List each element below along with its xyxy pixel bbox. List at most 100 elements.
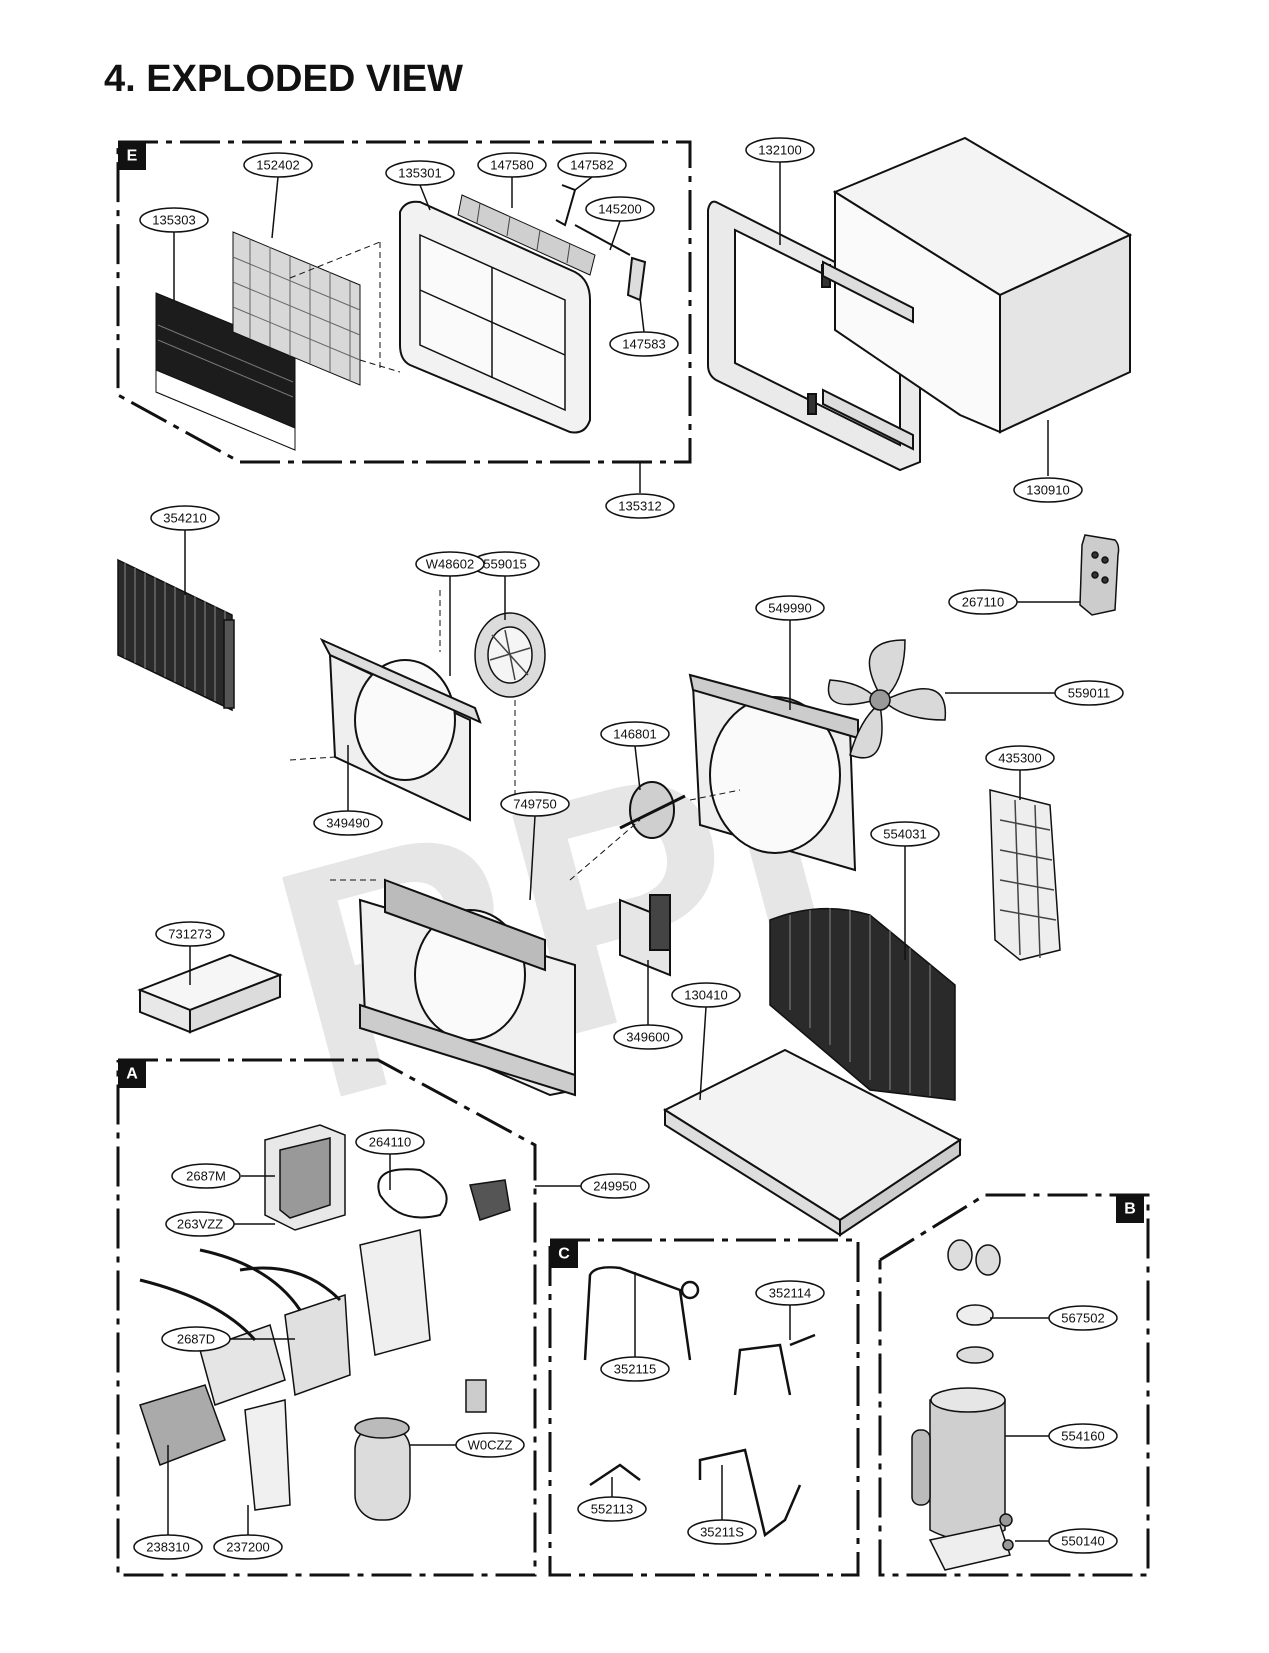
leader-lines-b xyxy=(990,1317,1050,1542)
leader-lines-e xyxy=(173,176,645,493)
part-label-oval xyxy=(500,791,570,817)
part-label-435300: 435300 xyxy=(985,745,1055,771)
air-guide-part xyxy=(319,637,482,822)
part-label-145200: 145200 xyxy=(585,196,655,222)
front-panel-part xyxy=(155,292,296,451)
section-e-frame xyxy=(116,140,692,464)
part-number-text: 552113 xyxy=(591,1502,633,1517)
part-label-267110: 267110 xyxy=(948,589,1018,615)
part-label-oval xyxy=(161,1326,231,1352)
part-number-text: 2687D xyxy=(177,1332,215,1347)
part-label-552113: 552113 xyxy=(577,1496,647,1522)
accessory-box-part xyxy=(137,953,283,1034)
part-number-text: 549990 xyxy=(768,601,811,616)
part-number-text: 238310 xyxy=(146,1540,189,1555)
fan-motor-part xyxy=(619,781,686,839)
control-parts-a xyxy=(139,1124,511,1521)
part-label-349490: 349490 xyxy=(313,810,383,836)
section-c-frame xyxy=(548,1238,860,1577)
part-number-text: 554160 xyxy=(1061,1429,1104,1444)
part-label-132100: 132100 xyxy=(745,137,815,163)
part-label-oval xyxy=(355,1129,425,1155)
condenser-coil-part xyxy=(769,907,956,1101)
part-label-oval xyxy=(171,1163,241,1189)
part-label-oval xyxy=(580,1173,650,1199)
blower-housing-part xyxy=(358,878,576,1097)
evaporator-coil-part xyxy=(117,558,235,712)
louver-part xyxy=(457,194,596,276)
part-label-249950: 249950 xyxy=(580,1173,650,1199)
part-number-text: 354210 xyxy=(163,511,206,526)
part-label-oval xyxy=(948,589,1018,615)
part-label-oval xyxy=(455,1432,525,1458)
part-label-oval xyxy=(133,1534,203,1560)
part-label-2687d: 2687D xyxy=(161,1326,231,1352)
part-label-130410: 130410 xyxy=(671,982,741,1008)
section-a-frame xyxy=(116,1058,537,1577)
part-label-554031: 554031 xyxy=(870,821,940,847)
control-bracket-part xyxy=(619,894,671,977)
part-number-text: W48602 xyxy=(426,557,474,572)
part-label-oval xyxy=(557,152,627,178)
svg-text:C: C xyxy=(558,1246,570,1263)
svg-text:E: E xyxy=(127,148,138,165)
part-number-text: 35211S xyxy=(700,1525,744,1540)
svg-text:B: B xyxy=(1124,1201,1136,1218)
part-label-549990: 549990 xyxy=(755,595,825,621)
part-number-text: 2687M xyxy=(186,1169,226,1184)
base-pan-part xyxy=(662,1048,962,1237)
part-label-354210: 354210 xyxy=(150,505,220,531)
part-label-oval xyxy=(213,1534,283,1560)
leader-lines-cabinet xyxy=(779,157,1049,476)
part-label-oval xyxy=(577,1496,647,1522)
part-label-oval xyxy=(600,721,670,747)
part-number-text: 435300 xyxy=(998,751,1041,766)
side-coil-part xyxy=(989,789,1061,961)
compressor-parts-b xyxy=(911,1239,1014,1571)
part-label-oval xyxy=(165,1211,235,1237)
part-number-text: 132100 xyxy=(758,143,801,158)
propeller-fan-part xyxy=(827,639,947,759)
part-label-oval xyxy=(150,505,220,531)
remote-control-part xyxy=(1079,534,1120,616)
part-number-text: 146801 xyxy=(613,727,656,742)
part-number-text: 567502 xyxy=(1061,1311,1104,1326)
part-number-text: 135303 xyxy=(152,213,195,228)
part-label-w0czz: W0CZZ xyxy=(455,1432,525,1458)
part-number-text: 554031 xyxy=(883,827,926,842)
part-label-749750: 749750 xyxy=(500,791,570,817)
part-number-text: 147582 xyxy=(570,158,613,173)
part-number-text: 550140 xyxy=(1061,1534,1104,1549)
part-label-135312: 135312 xyxy=(605,493,675,519)
part-label-550140: 550140 xyxy=(1048,1528,1118,1554)
part-number-text: 135301 xyxy=(398,166,441,181)
part-label-oval xyxy=(1048,1305,1118,1331)
part-label-oval xyxy=(1013,477,1083,503)
part-label-oval xyxy=(755,595,825,621)
part-label-352114: 352114 xyxy=(755,1280,825,1306)
part-label-oval xyxy=(139,207,209,233)
page-title: 4. EXPLODED VIEW xyxy=(104,58,463,100)
part-number-text: 749750 xyxy=(513,797,556,812)
part-number-text: 237200 xyxy=(226,1540,269,1555)
louver-link-parts xyxy=(555,184,647,302)
part-label-oval xyxy=(870,821,940,847)
part-label-oval xyxy=(745,137,815,163)
part-number-text: 147583 xyxy=(622,337,665,352)
part-label-oval xyxy=(687,1519,757,1545)
part-label-352115: 352115 xyxy=(600,1356,670,1382)
part-number-text: 559011 xyxy=(1068,686,1110,701)
front-grille-part xyxy=(399,200,591,434)
assembly-guide-lines-middle xyxy=(289,590,741,881)
part-label-oval xyxy=(755,1280,825,1306)
section-c-tag: C xyxy=(550,1240,578,1268)
part-number-text: 130410 xyxy=(684,988,727,1003)
part-label-238310: 238310 xyxy=(133,1534,203,1560)
assembly-guide-lines xyxy=(289,241,401,373)
part-number-text: 147580 xyxy=(490,158,533,173)
part-label-oval xyxy=(585,196,655,222)
leader-lines-c xyxy=(611,1272,791,1520)
